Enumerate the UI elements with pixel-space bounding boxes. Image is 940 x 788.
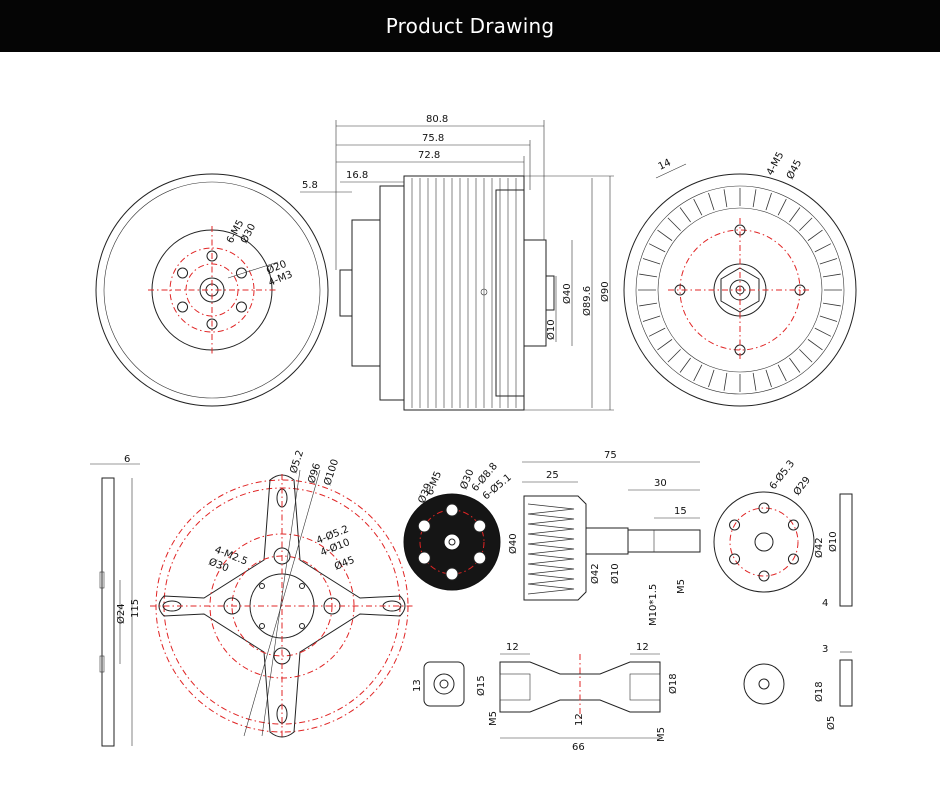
rear-view: 14 4-M5 Ø45 bbox=[623, 150, 857, 407]
long-shaft-label-2: Ø18 bbox=[667, 673, 679, 694]
washer-label-1: Ø18 bbox=[813, 681, 825, 702]
side-view: 80.8 75.8 72.8 5.8 16.8 Ø40 Ø89.6 Ø90 Ø1… bbox=[300, 114, 614, 411]
long-shaft-label-1: 12 bbox=[636, 642, 649, 653]
side-label-6: Ø89.6 bbox=[581, 286, 593, 316]
long-shaft-view: 12 12 Ø18 M5 12 66 M5 bbox=[488, 642, 679, 753]
disc-label-4: 4 bbox=[822, 598, 828, 609]
disc-label-1: Ø29 bbox=[791, 474, 813, 498]
side-label-8: Ø10 bbox=[545, 319, 557, 340]
side-label-0: 80.8 bbox=[426, 114, 448, 125]
mount-side-label-2: Ø24 bbox=[115, 603, 127, 624]
side-label-2: 72.8 bbox=[418, 150, 440, 161]
shaft-label-7: M5 bbox=[676, 579, 687, 594]
long-shaft-label-5: 66 bbox=[572, 742, 585, 753]
spacer-view: 13 Ø15 bbox=[412, 661, 487, 707]
header-bar: Product Drawing bbox=[0, 0, 940, 52]
adapter-disc-view: 6-Ø5.3 Ø29 Ø42 Ø10 4 bbox=[713, 458, 853, 609]
plate-label-0: Ø5.2 bbox=[287, 449, 306, 475]
washer-label-2: Ø5 bbox=[825, 716, 837, 730]
disc-label-3: Ø10 bbox=[827, 531, 839, 552]
mount-side-label-0: 6 bbox=[124, 454, 130, 465]
side-label-4: 16.8 bbox=[346, 170, 368, 181]
shaft-label-4: Ø40 bbox=[507, 533, 519, 554]
plate-label-2: Ø100 bbox=[321, 458, 341, 487]
plate-label-5: Ø45 bbox=[333, 554, 357, 573]
page-title: Product Drawing bbox=[385, 14, 555, 38]
spacer-label-1: Ø15 bbox=[475, 675, 487, 696]
long-shaft-label-4: 12 bbox=[574, 713, 585, 726]
side-label-1: 75.8 bbox=[422, 133, 444, 144]
mount-plate-view: Ø5.2 Ø96 Ø100 4-Ø5.2 4-Ø10 Ø45 4-M2.5 Ø3… bbox=[150, 449, 414, 738]
shaft-label-6: Ø10 bbox=[609, 563, 621, 584]
shaft-adapter-view: 75 25 30 15 Ø40 Ø42 Ø10 M5 M10*1.5 bbox=[507, 450, 701, 626]
washer-view: 3 Ø18 Ø5 bbox=[743, 644, 853, 730]
shaft-label-0: 75 bbox=[604, 450, 617, 461]
side-label-5: Ø40 bbox=[561, 283, 573, 304]
shaft-label-5: Ø42 bbox=[589, 563, 601, 584]
long-shaft-label-0: 12 bbox=[506, 642, 519, 653]
rear-label-1: 4-M5 bbox=[765, 150, 786, 177]
mount-side-label-1: 115 bbox=[130, 599, 141, 618]
rear-label-0: 14 bbox=[657, 157, 673, 172]
side-label-3: 5.8 bbox=[302, 180, 318, 191]
spacer-label-0: 13 bbox=[412, 679, 423, 692]
shaft-label-1: 25 bbox=[546, 470, 559, 481]
long-shaft-label-6: M5 bbox=[656, 727, 667, 742]
disc-label-0: 6-Ø5.3 bbox=[767, 458, 797, 492]
shaft-label-2: 30 bbox=[654, 478, 667, 489]
washer-label-0: 3 bbox=[822, 644, 828, 655]
plate-label-1: Ø96 bbox=[305, 462, 323, 485]
mount-side-view: 6 115 Ø24 bbox=[90, 454, 141, 747]
side-label-7: Ø90 bbox=[599, 281, 611, 302]
prop-adapter-view: 6-M5 Ø30 6-Ø8.8 6-Ø5.1 Ø39 bbox=[403, 460, 514, 591]
shaft-label-3: 15 bbox=[674, 506, 687, 517]
front-view: 6-M5 Ø30 Ø20 4-M3 bbox=[95, 173, 329, 407]
rear-label-2: Ø45 bbox=[784, 158, 804, 182]
shaft-label-8: M10*1.5 bbox=[648, 584, 659, 626]
disc-label-2: Ø42 bbox=[813, 537, 825, 558]
long-shaft-label-3: M5 bbox=[488, 711, 499, 726]
